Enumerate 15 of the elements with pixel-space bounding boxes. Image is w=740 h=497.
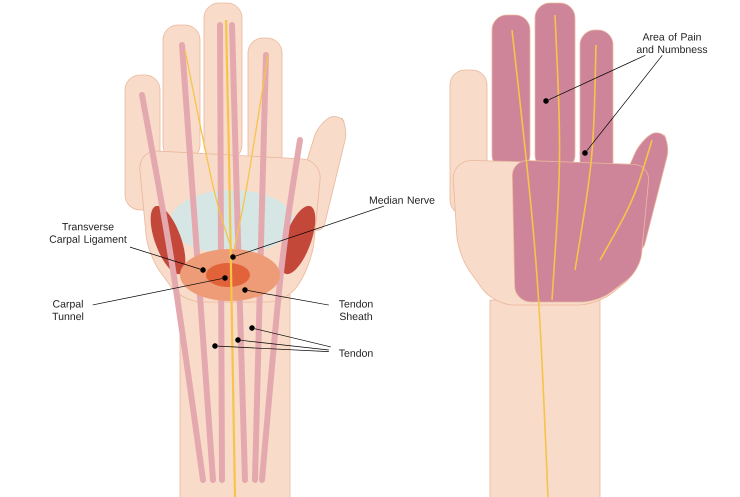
- leader-line: [235, 206, 384, 256]
- callout-label: Tendon Sheath: [339, 300, 373, 320]
- callout-label: Transverse Carpal Ligament: [50, 223, 127, 245]
- leader-line: [218, 346, 330, 352]
- leader-line: [92, 278, 222, 306]
- leader-line: [586, 54, 663, 152]
- callout-label: Tendon: [339, 349, 373, 357]
- callout-label: Carpal Tunnel: [52, 300, 84, 320]
- leader-line: [130, 246, 201, 270]
- callout-label: Median Nerve: [370, 196, 434, 204]
- leader-line: [254, 328, 332, 348]
- callout-label: Area of Pain and Numbness: [636, 32, 708, 54]
- leader-line: [248, 290, 330, 306]
- leader-line: [548, 54, 646, 100]
- leader-line: [240, 340, 330, 350]
